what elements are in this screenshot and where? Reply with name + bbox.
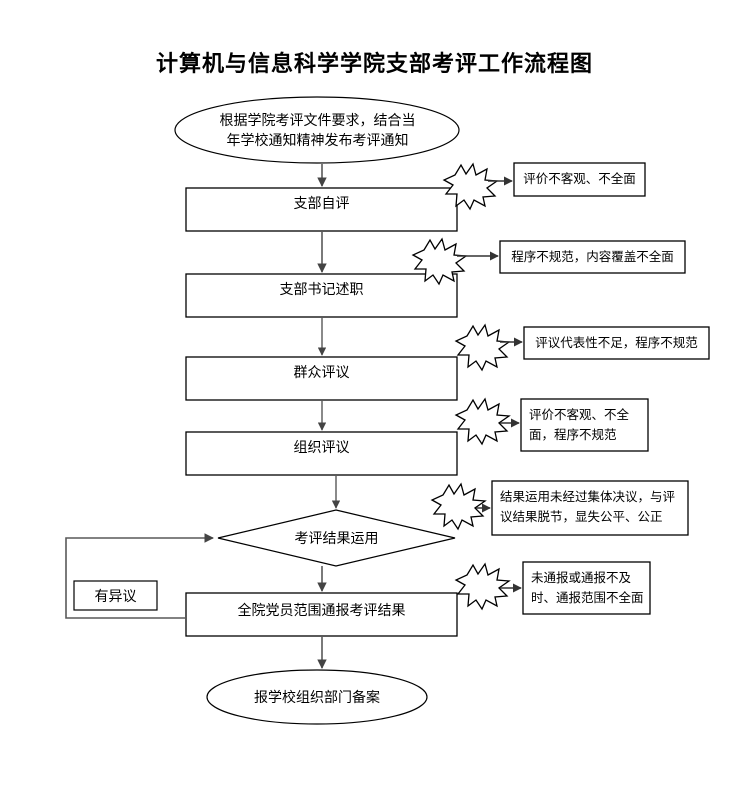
starburst-icon-2: [411, 237, 468, 286]
process-box-1: [185, 187, 458, 232]
loop-label-box: [73, 580, 158, 611]
risk-note-label-1: 评价不客观、不全面: [523, 172, 636, 186]
risk-note-label-3: 评议代表性不足，程序不规范: [535, 336, 698, 350]
process-box-4: [185, 431, 458, 476]
starburst-icon-1: [442, 162, 499, 211]
process-box-3: [185, 356, 458, 401]
process-box-2: [185, 273, 458, 318]
starburst-icon-3: [454, 323, 511, 372]
risk-note-box-6[interactable]: [522, 561, 651, 615]
risk-note-label-6: 未通报或通报不及 时、通报范围不全面: [531, 571, 644, 605]
risk-note-box-3[interactable]: [523, 326, 710, 360]
start-node-shape: [174, 96, 460, 164]
risk-note-box-4[interactable]: [520, 398, 649, 452]
decision-diamond: [217, 509, 456, 567]
end-node-shape: [206, 669, 428, 725]
process-box-6: [185, 592, 458, 637]
risk-note-box-5[interactable]: [491, 480, 689, 536]
page-title: 计算机与信息科学学院支部考评工作流程图: [155, 51, 593, 76]
starburst-icon-6: [454, 562, 511, 611]
risk-note-label-2: 程序不规范，内容覆盖不全面: [511, 250, 674, 264]
starburst-icon-5: [430, 482, 487, 531]
starburst-icon-4: [454, 397, 511, 446]
risk-note-box-1[interactable]: [513, 162, 646, 197]
risk-note-label-5: 结果运用未经过集体决议，与评 议结果脱节，显失公平、公正: [500, 490, 676, 524]
feedback-loop-path: [65, 533, 214, 619]
risk-note-box-2[interactable]: [499, 240, 686, 274]
risk-note-label-4: 评价不客观、不全 面，程序不规范: [529, 408, 630, 442]
